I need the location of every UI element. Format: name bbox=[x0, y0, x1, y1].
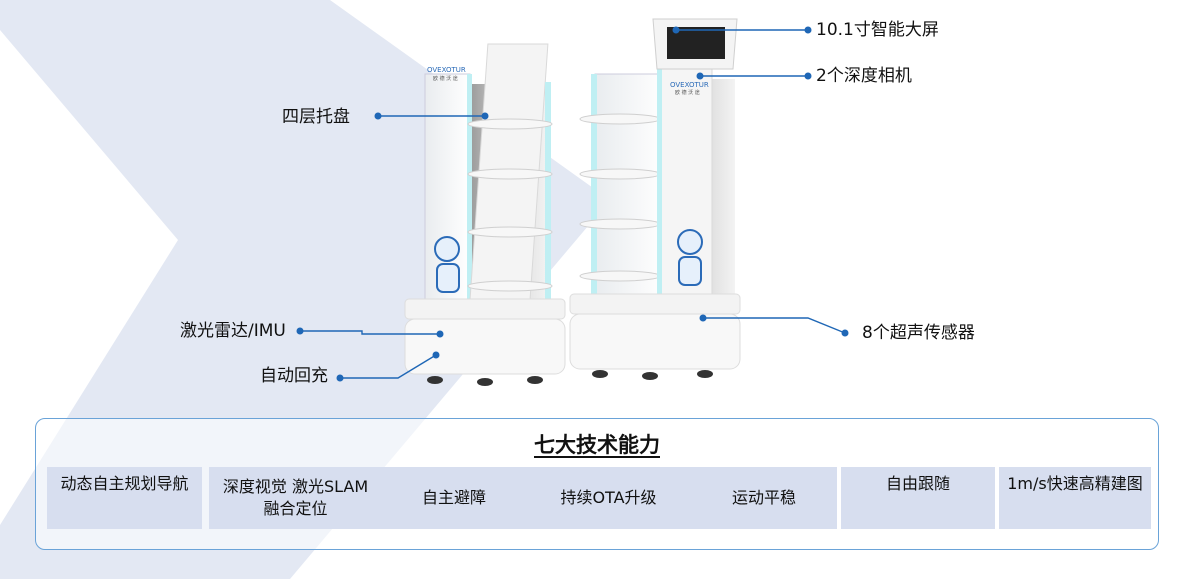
callout-charging: 自动回充 bbox=[260, 366, 328, 386]
capability-item: 动态自主规划导航 bbox=[47, 467, 202, 529]
capabilities-title: 七大技术能力 bbox=[534, 433, 660, 457]
robot-illustration: OVEXOTUR 欧 德 沃 途 OVEXOTUR 欧 德 沃 途 bbox=[404, 18, 741, 386]
capability-item: 运动平稳 bbox=[691, 467, 837, 529]
capability-item: 持续OTA升级 bbox=[526, 467, 691, 529]
capability-item: 自由跟随 bbox=[841, 467, 995, 529]
brand-sub-right: 欧 德 沃 途 bbox=[675, 89, 700, 96]
callout-trays: 四层托盘 bbox=[282, 107, 350, 127]
brand-logo-right: OVEXOTUR bbox=[670, 81, 709, 89]
callout-ultrasonic: 8个超声传感器 bbox=[862, 323, 975, 343]
capability-item: 深度视觉 激光SLAM 融合定位 bbox=[209, 467, 382, 529]
capabilities-list: 动态自主规划导航 深度视觉 激光SLAM 融合定位 自主避障 持续OTA升级 运… bbox=[47, 467, 1151, 529]
brand-sub-left: 欧 德 沃 途 bbox=[433, 75, 458, 82]
capabilities-panel: 七大技术能力 动态自主规划导航 深度视觉 激光SLAM 融合定位 自主避障 持续… bbox=[35, 418, 1159, 550]
callout-lidar: 激光雷达/IMU bbox=[180, 321, 286, 341]
callout-cameras: 2个深度相机 bbox=[816, 66, 912, 86]
capability-item: 自主避障 bbox=[382, 467, 526, 529]
brand-logo-left: OVEXOTUR bbox=[427, 66, 466, 74]
callout-screen: 10.1寸智能大屏 bbox=[816, 20, 939, 40]
capability-item: 1m/s快速高精建图 bbox=[999, 467, 1151, 529]
